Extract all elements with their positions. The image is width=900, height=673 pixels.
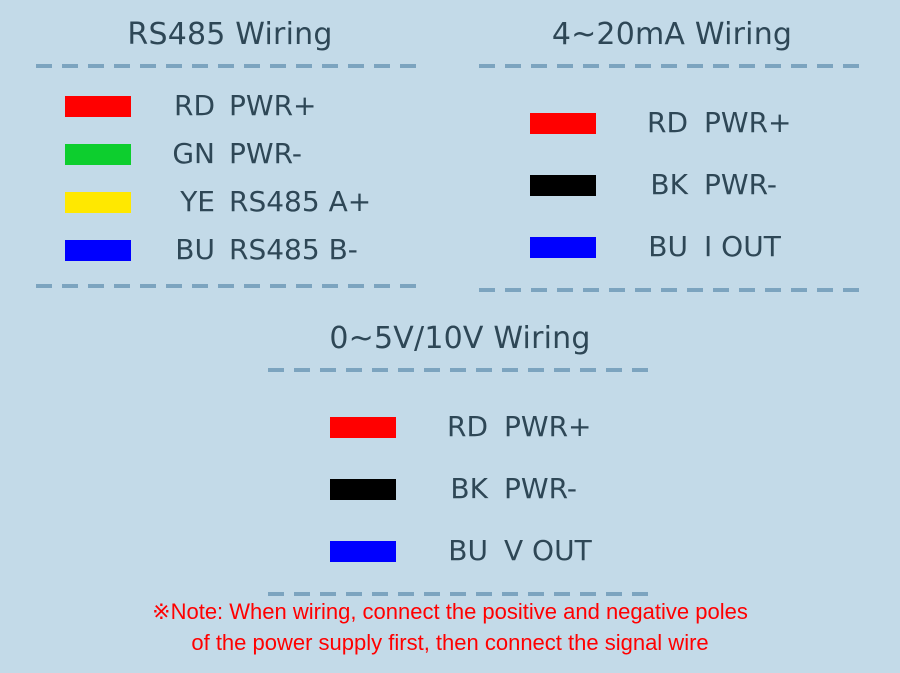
red-wire-swatch [65,95,131,117]
table-row: RD PWR+ [250,396,670,458]
blue-wire-swatch [530,236,596,258]
black-wire-swatch [330,478,396,500]
table-row: BK PWR- [250,458,670,520]
wire-function-label: PWR+ [229,89,317,122]
note-line-1: ※Note: When wiring, connect the positive… [152,599,748,624]
wire-code-label: BU [648,230,688,263]
wire-function-label: PWR- [704,168,777,201]
wire-row-list: RD PWR+ BK PWR- BU I OUT [462,68,882,278]
dashed-divider-top [268,368,652,372]
wire-function-label: PWR- [504,472,577,505]
wire-function-label: I OUT [704,230,781,263]
wire-function-label: PWR+ [504,410,592,443]
red-wire-swatch [530,112,596,134]
wiring-note: ※Note: When wiring, connect the positive… [0,596,900,658]
dashed-divider-bottom [479,288,865,292]
panel-title: 0~5V/10V Wiring [329,321,591,356]
panel-title: 4~20mA Wiring [551,17,793,52]
wire-function-label: PWR- [229,137,302,170]
wire-function-label: RS485 B- [229,233,358,266]
panel-title: RS485 Wiring [127,17,333,52]
wire-function-label: RS485 A+ [229,185,372,218]
dashed-divider-top [36,64,424,68]
blue-wire-swatch [330,540,396,562]
wire-code-label: YE [180,185,215,218]
blue-wire-swatch [65,239,131,261]
note-line-2: of the power supply first, then connect … [191,630,709,655]
wire-code-label: BU [175,233,215,266]
table-row: RD PWR+ [18,82,442,130]
table-row: BU I OUT [462,216,882,278]
wire-code-label: RD [173,89,215,122]
table-row: GN PWR- [18,130,442,178]
wire-code-label: GN [172,137,215,170]
wire-code-label: RD [646,106,688,139]
dashed-divider-bottom [268,592,652,596]
table-row: BU V OUT [250,520,670,582]
panel-4-20ma-wiring: 4~20mA Wiring RD PWR+ BK PWR- BU I OUT [462,16,882,292]
red-wire-swatch [330,416,396,438]
wire-function-label: PWR+ [704,106,792,139]
wire-code-label: RD [446,410,488,443]
table-row: YE RS485 A+ [18,178,442,226]
wire-function-label: V OUT [504,534,592,567]
dashed-divider-top [479,64,865,68]
green-wire-swatch [65,143,131,165]
table-row: BU RS485 B- [18,226,442,274]
wire-code-label: BK [450,472,488,505]
wire-row-list: RD PWR+ GN PWR- YE RS485 A+ BU RS485 B- [18,68,442,274]
table-row: RD PWR+ [462,92,882,154]
black-wire-swatch [530,174,596,196]
wire-code-label: BK [650,168,688,201]
wire-row-list: RD PWR+ BK PWR- BU V OUT [250,372,670,582]
yellow-wire-swatch [65,191,131,213]
wire-code-label: BU [448,534,488,567]
panel-rs485-wiring: RS485 Wiring RD PWR+ GN PWR- YE RS485 A+… [18,16,442,288]
panel-0-5v-10v-wiring: 0~5V/10V Wiring RD PWR+ BK PWR- BU V OUT [250,320,670,596]
dashed-divider-bottom [36,284,424,288]
table-row: BK PWR- [462,154,882,216]
